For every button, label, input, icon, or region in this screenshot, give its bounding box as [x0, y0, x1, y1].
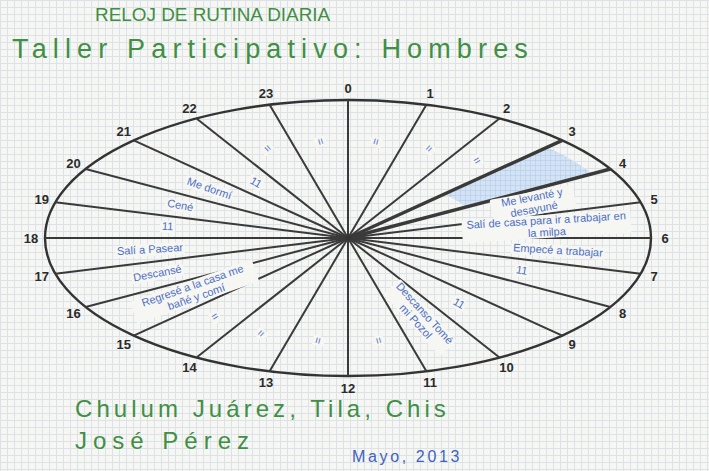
ditto-mark: 11: [513, 263, 530, 277]
activity-text: Salí a Pasear: [114, 242, 185, 258]
hour-number: 21: [117, 125, 131, 138]
ditto-mark: =: [253, 326, 269, 341]
hour-number: 17: [35, 270, 49, 283]
hour-spoke: [197, 119, 349, 239]
author-name: José Pérez: [75, 429, 255, 453]
hour-spoke: [348, 238, 641, 274]
hour-number: 22: [182, 102, 196, 115]
hour-spoke: [134, 140, 348, 238]
subtitle: Taller Participativo: Hombres: [12, 36, 534, 63]
hour-spoke: [55, 238, 348, 274]
hour-spoke: [270, 238, 348, 371]
hour-number: 5: [651, 193, 658, 206]
hour-number: 8: [619, 307, 626, 320]
hour-spoke: [197, 238, 349, 358]
ditto-mark: 11: [449, 295, 468, 313]
hour-spoke: [348, 238, 500, 358]
hour-number: 16: [66, 307, 80, 320]
hour-number: 15: [117, 338, 131, 351]
title: RELOJ DE RUTINA DIARIA: [95, 6, 330, 25]
hour-spoke: [347, 238, 349, 376]
hour-spoke: [270, 105, 348, 238]
hour-number: 10: [499, 361, 513, 374]
hour-number: 9: [569, 338, 576, 351]
hour-number: 20: [66, 157, 80, 170]
ditto-mark: =: [371, 334, 385, 347]
hour-number: 11: [423, 376, 437, 389]
hour-number: 0: [344, 82, 351, 95]
hour-spoke: [348, 105, 426, 238]
ditto-mark: =: [369, 135, 383, 148]
ditto-mark: =: [208, 309, 223, 324]
ditto-mark: =: [314, 135, 328, 148]
ditto-mark: 11: [160, 221, 176, 233]
ditto-mark: =: [259, 141, 275, 156]
hour-number: 14: [182, 361, 196, 374]
hour-number: 13: [259, 376, 273, 389]
hour-number: 18: [24, 232, 38, 245]
ditto-mark: =: [470, 154, 485, 169]
clock-outline: [45, 100, 651, 376]
activity-text: Empecé a trabajar: [511, 242, 605, 259]
date-text: Mayo, 2013: [352, 449, 462, 465]
clock-center: [346, 236, 351, 241]
ditto-mark: =: [422, 141, 438, 156]
hour-number: 6: [661, 232, 668, 245]
hour-spoke: [86, 169, 348, 238]
activity-text: Cené: [164, 198, 196, 215]
hour-number: 12: [341, 382, 355, 395]
hour-number: 2: [503, 102, 510, 115]
hour-number: 3: [569, 125, 576, 138]
ditto-mark: 11: [246, 174, 265, 192]
activity-text: Me dormí: [183, 175, 234, 203]
hour-number: 4: [619, 157, 626, 170]
hour-number: 23: [259, 87, 273, 100]
location-text: Chulum Juárez, Tila, Chis: [75, 397, 450, 421]
activity-text: Descansé: [130, 263, 184, 284]
ditto-mark: =: [312, 334, 326, 347]
hour-number: 7: [651, 270, 658, 283]
hour-number: 1: [426, 87, 433, 100]
hour-number: 19: [35, 193, 49, 206]
hour-spoke: [45, 237, 348, 239]
hour-spoke: [55, 202, 348, 238]
hour-spoke: [347, 100, 349, 238]
